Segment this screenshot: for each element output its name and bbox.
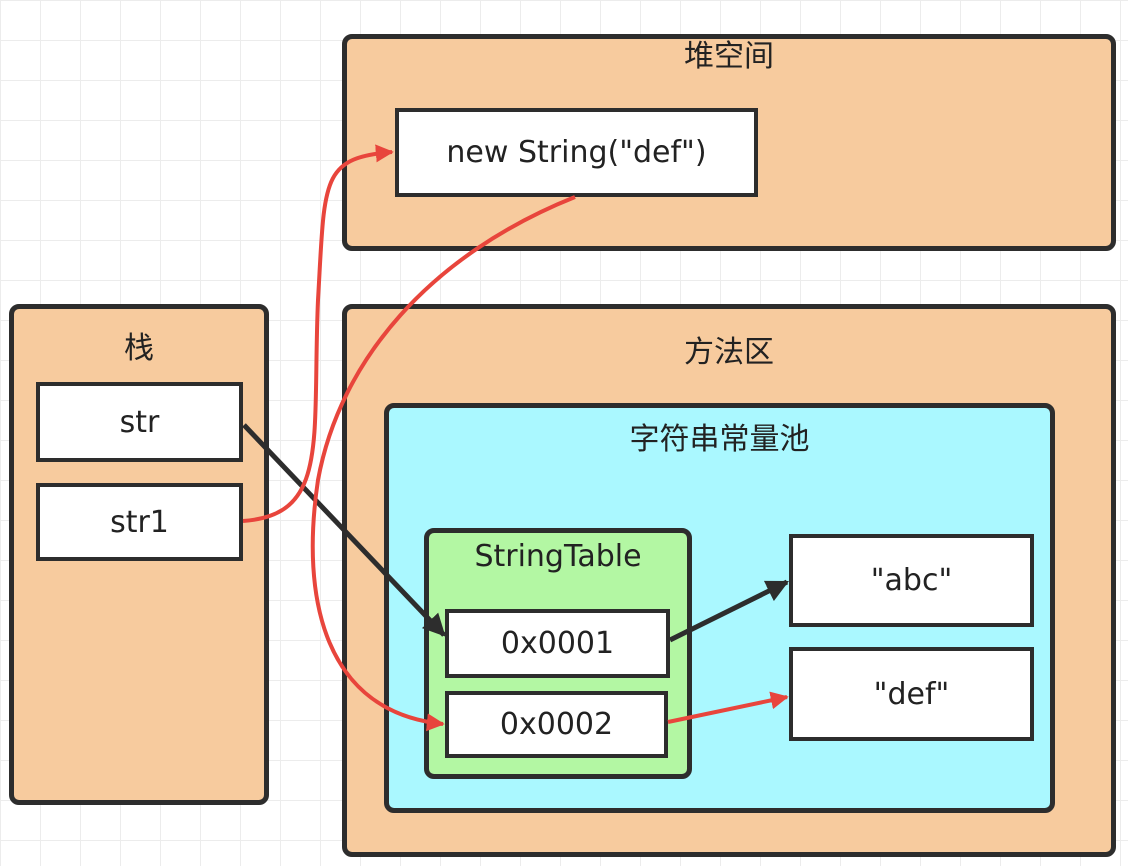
heap-object-new-string: new String("def") xyxy=(395,108,758,197)
heap-title: 堆空间 xyxy=(684,39,774,74)
method-area-title: 方法区 xyxy=(684,335,774,370)
constant-pool-title: 字符串常量池 xyxy=(629,422,810,457)
stack-var-str: str xyxy=(36,382,243,462)
stack-title: 栈 xyxy=(124,331,154,366)
stack-var-str1: str1 xyxy=(36,483,243,561)
string-table-entry-0x0002: 0x0002 xyxy=(445,691,668,758)
literal-def: "def" xyxy=(789,647,1034,741)
string-table-entry-0x0001: 0x0001 xyxy=(445,609,670,678)
literal-abc: "abc" xyxy=(789,534,1034,627)
string-table-title: StringTable xyxy=(474,539,642,574)
